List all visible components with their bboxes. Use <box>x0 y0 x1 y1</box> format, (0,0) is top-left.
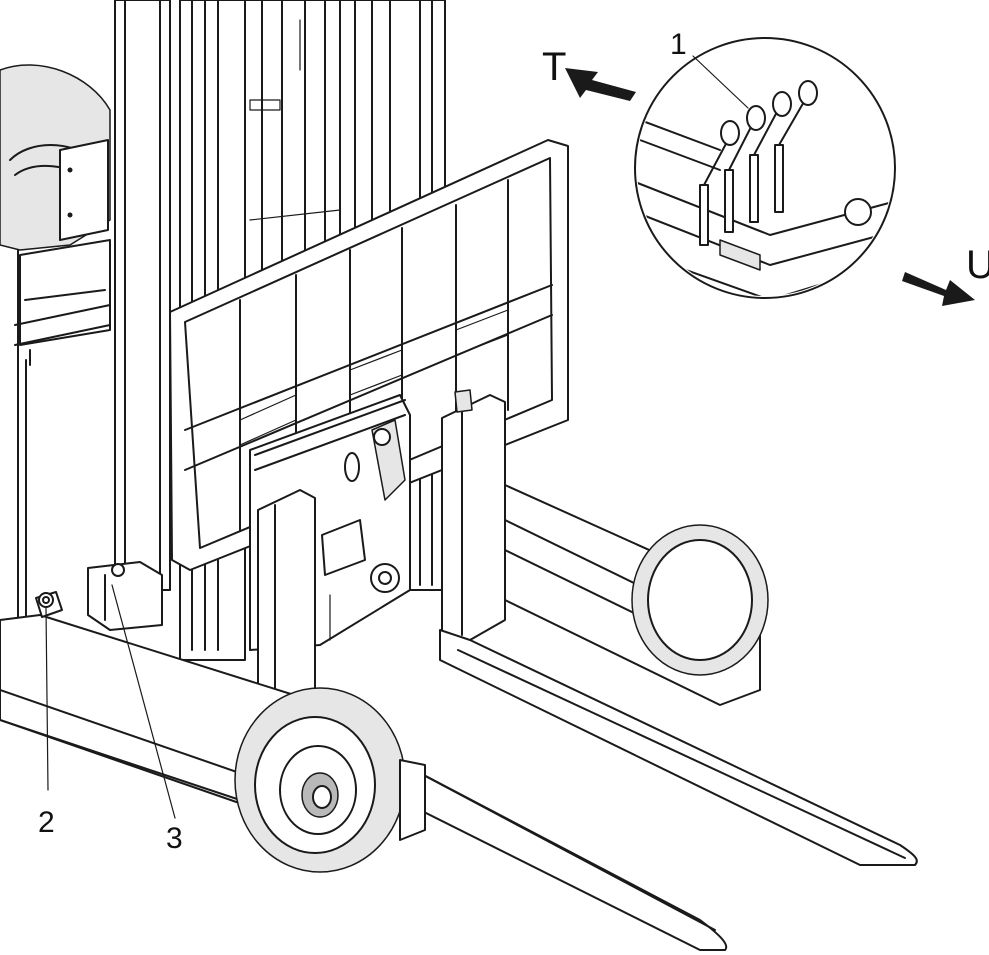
leader-line-1 <box>692 55 749 109</box>
left-wheel <box>234 687 406 873</box>
right-fork <box>439 389 918 866</box>
arrow-t <box>565 68 636 101</box>
leader-line-3 <box>111 584 176 819</box>
left-support-leg <box>0 614 426 873</box>
control-levers-detail <box>634 37 896 299</box>
callout-3: 3 <box>166 822 183 855</box>
callout-1: 1 <box>670 28 687 61</box>
right-support-leg <box>504 484 769 706</box>
bolt-part-2 <box>35 591 63 618</box>
machine-body <box>0 64 111 621</box>
callout-2: 2 <box>38 806 55 839</box>
lever-part-3 <box>87 561 163 631</box>
direction-label-t: T <box>542 45 566 89</box>
direction-label-u: U <box>966 243 989 287</box>
arrow-u <box>902 272 975 306</box>
leader-line-2 <box>45 607 49 791</box>
